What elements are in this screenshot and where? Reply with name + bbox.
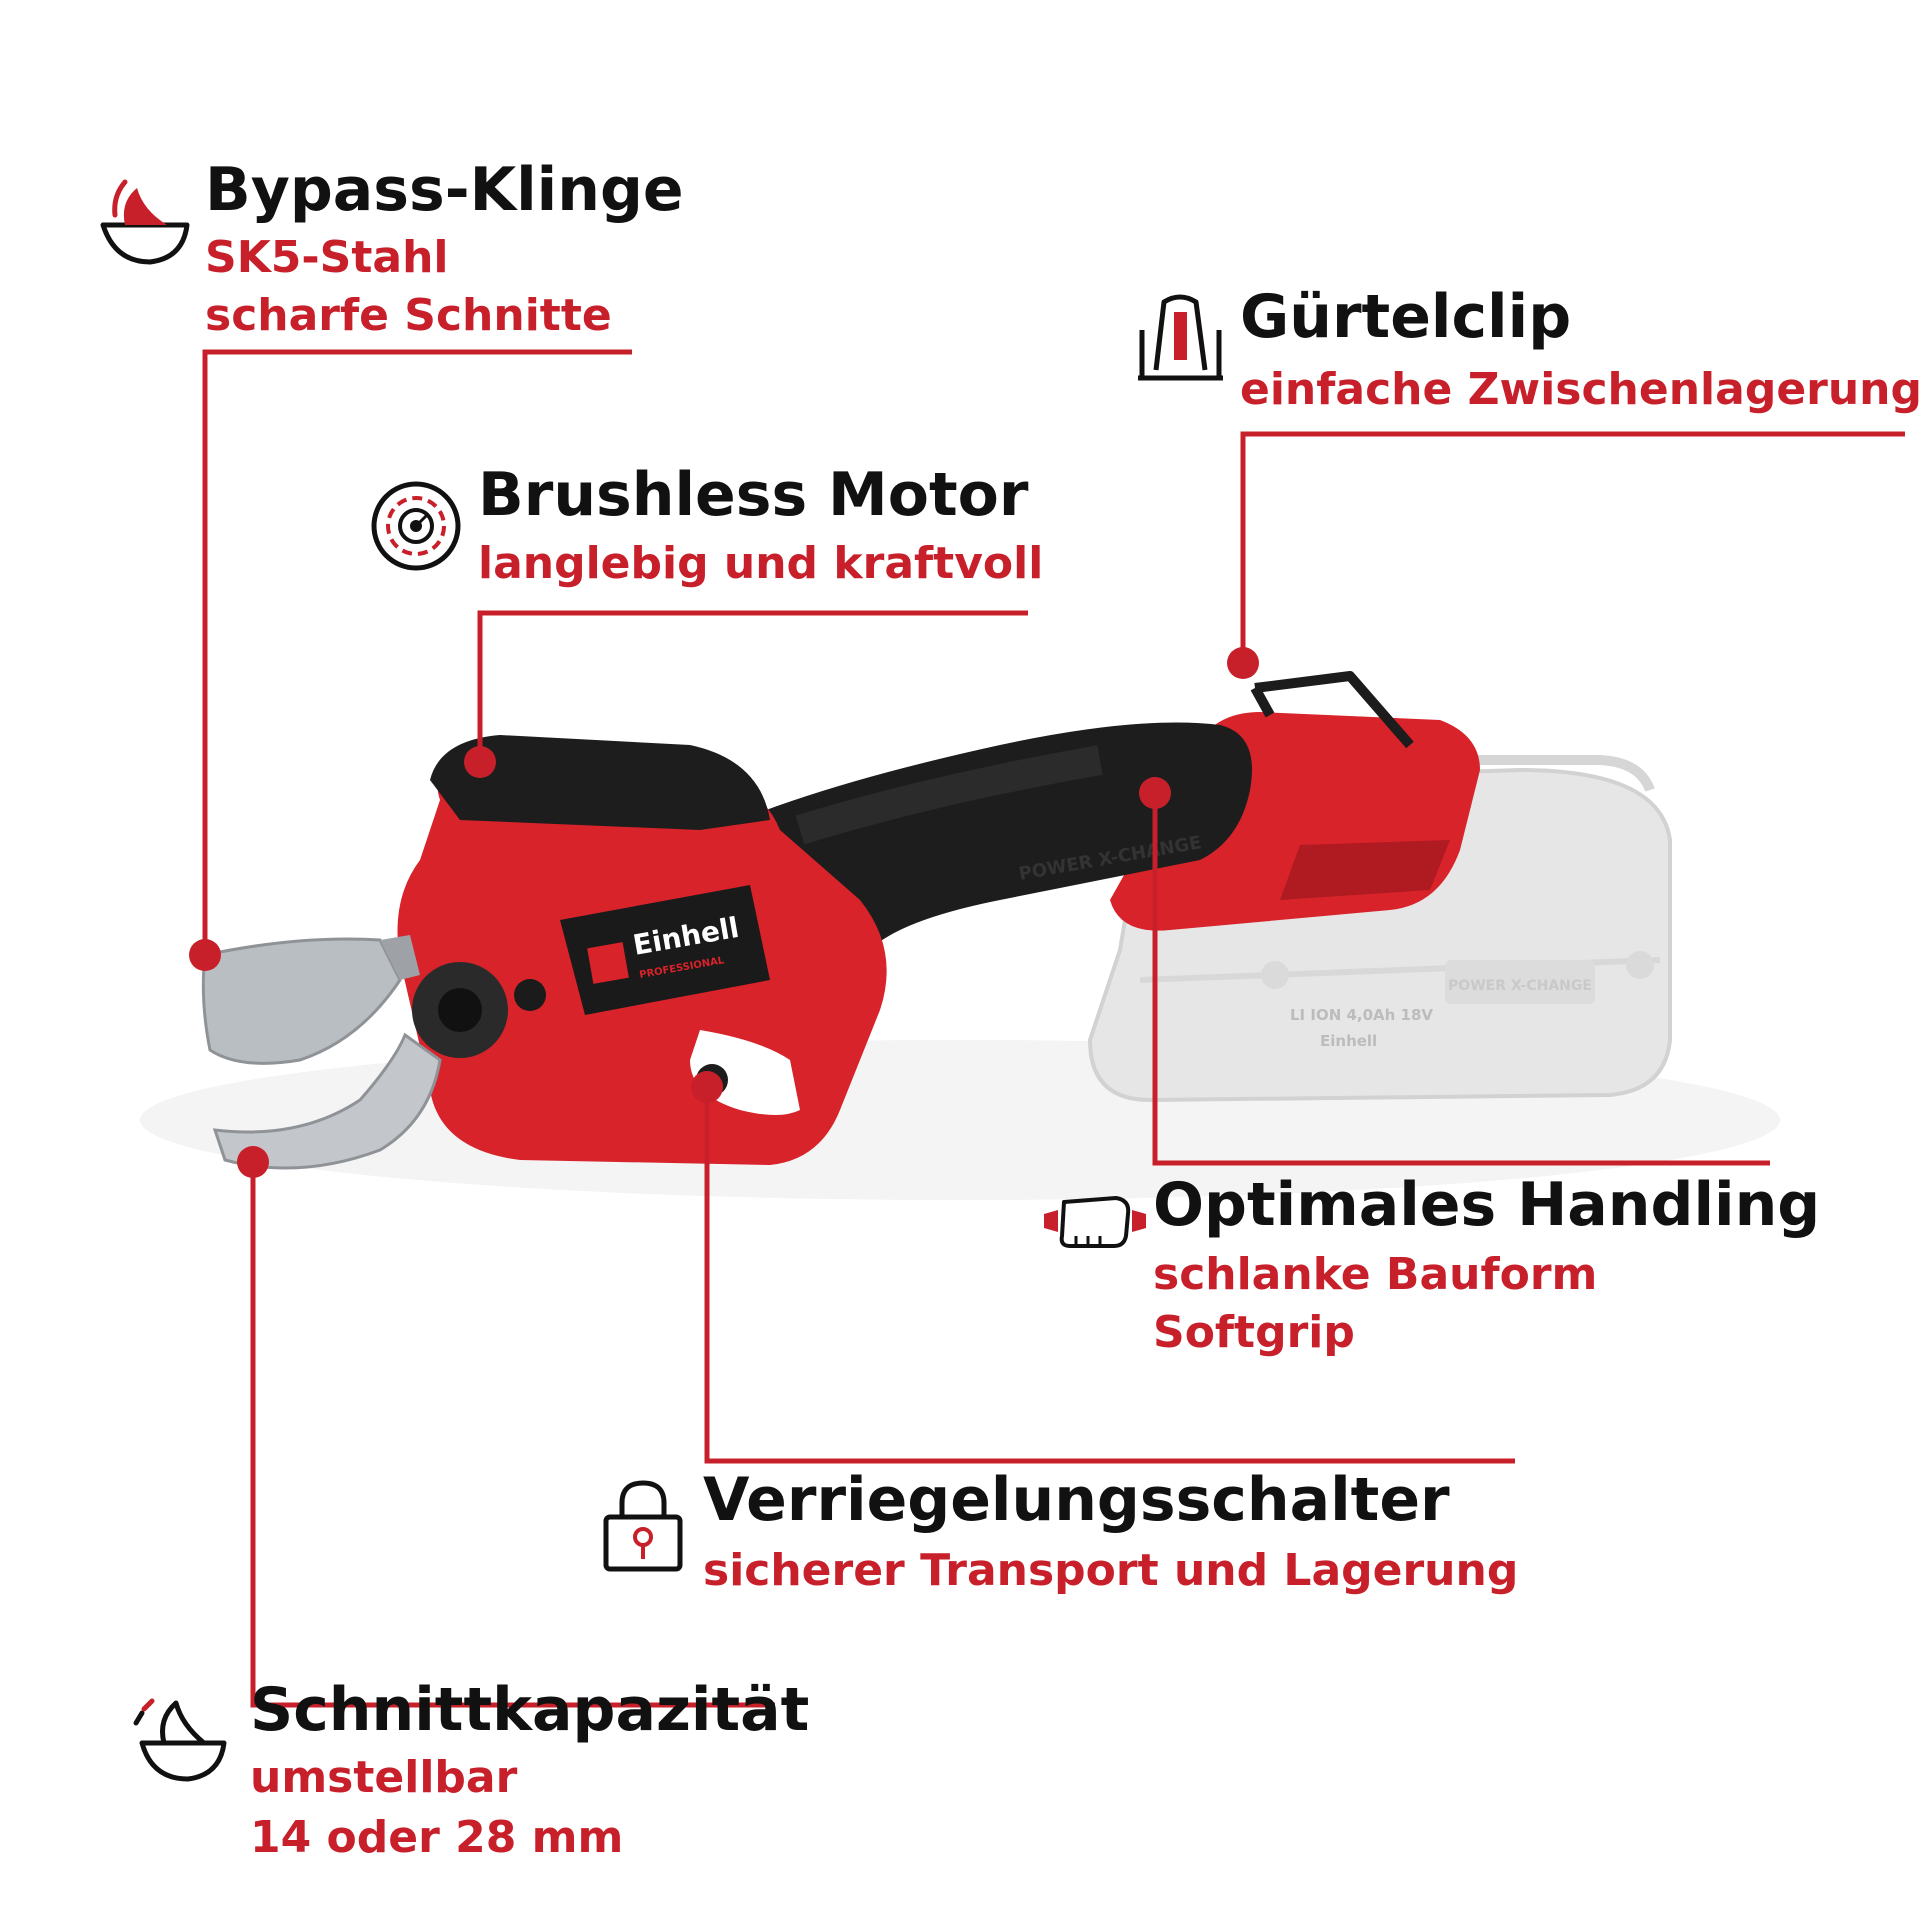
feature-line-clip-1: einfache Zwischenlagerung <box>1240 364 1920 415</box>
feature-title-lock: Verriegelungsschalter <box>703 1465 1450 1535</box>
feature-title-handling: Optimales Handling <box>1153 1170 1821 1240</box>
feature-line-handling-1: schlanke Bauform <box>1153 1249 1598 1300</box>
hand-grip-icon <box>1040 1190 1150 1250</box>
feature-title-capacity: Schnittkapazität <box>250 1675 810 1745</box>
feature-title-clip: Gürtelclip <box>1240 282 1572 352</box>
callout-line-capacity <box>250 1160 775 1708</box>
soft-grip: POWER X-CHANGE <box>740 722 1252 968</box>
callout-line-lock <box>704 1087 1515 1464</box>
callout-line-bypass <box>202 349 632 955</box>
blade-icon <box>95 170 195 270</box>
bypass-blades <box>201 935 442 1170</box>
feature-title-bypass: Bypass-Klinge <box>205 155 684 225</box>
callout-lines <box>202 349 1905 1708</box>
battery-brand-text: Einhell <box>1320 1032 1377 1050</box>
feature-line-bypass-1: SK5-Stahl <box>205 232 449 283</box>
callout-line-handling <box>1152 793 1770 1166</box>
feature-title-motor: Brushless Motor <box>478 460 1029 530</box>
callout-line-clip <box>1240 431 1905 663</box>
feature-line-lock-1: sicherer Transport und Lagerung <box>703 1545 1519 1596</box>
callout-dots <box>189 647 1259 1178</box>
cut-capacity-icon <box>130 1685 230 1785</box>
battery-badge-text: POWER X-CHANGE <box>1448 978 1592 994</box>
feature-line-capacity-2: 14 oder 28 mm <box>250 1812 624 1863</box>
belt-clip-icon <box>1138 290 1223 385</box>
feature-line-handling-2: Softgrip <box>1153 1307 1355 1358</box>
feature-line-motor-1: langlebig und kraftvoll <box>478 538 1044 589</box>
padlock-icon <box>598 1475 688 1575</box>
brushless-motor-icon <box>368 478 464 574</box>
battery-label-text: LI ION 4,0Ah 18V <box>1290 1006 1433 1024</box>
feature-line-bypass-2: scharfe Schnitte <box>205 290 612 341</box>
callout-line-motor <box>477 610 1028 760</box>
feature-line-capacity-1: umstellbar <box>250 1752 518 1803</box>
